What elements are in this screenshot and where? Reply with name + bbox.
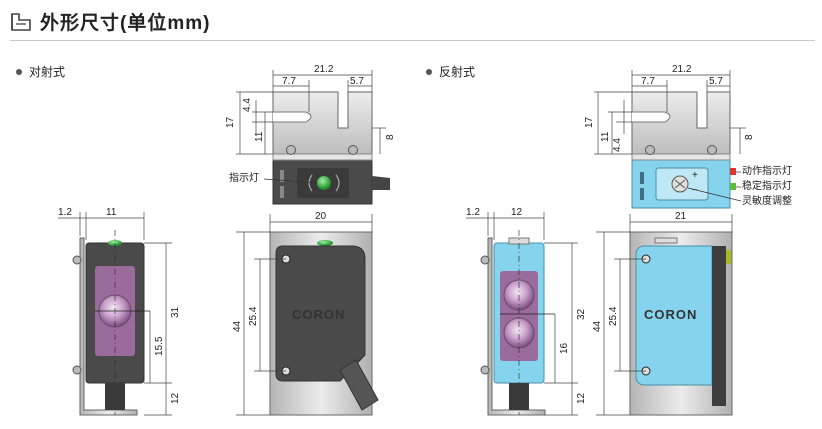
indicator-led-icon bbox=[317, 176, 331, 190]
page-title: 外形尺寸(单位mm) bbox=[40, 13, 211, 34]
action-indicator-label: 动作指示灯 bbox=[742, 164, 792, 177]
svg-text:15.5: 15.5 bbox=[154, 336, 165, 356]
left-front-view: CORON 20 25.4 44 bbox=[232, 211, 379, 416]
svg-text:1.2: 1.2 bbox=[466, 207, 480, 218]
svg-text:11: 11 bbox=[600, 131, 611, 142]
svg-text:31: 31 bbox=[170, 306, 181, 318]
svg-text:+: + bbox=[692, 170, 698, 181]
svg-text:7.7: 7.7 bbox=[282, 76, 296, 87]
svg-text:11: 11 bbox=[106, 207, 117, 218]
svg-text:21: 21 bbox=[675, 211, 687, 222]
header-divider bbox=[10, 40, 815, 41]
sensitivity-label: 灵敏度调整 bbox=[742, 194, 792, 207]
svg-text:5.7: 5.7 bbox=[350, 76, 364, 87]
svg-text:17: 17 bbox=[584, 116, 595, 128]
section-reflective: 反射式 bbox=[426, 63, 475, 80]
svg-text:20: 20 bbox=[315, 211, 327, 222]
svg-text:4.4: 4.4 bbox=[612, 138, 623, 152]
left-side-view: 1.2 11 31 15.5 12 bbox=[58, 207, 181, 416]
svg-text:5.7: 5.7 bbox=[709, 76, 723, 87]
right-side-view: 1.2 12 32 16 12 bbox=[466, 207, 587, 416]
svg-text:11: 11 bbox=[254, 131, 265, 142]
svg-text:25.4: 25.4 bbox=[608, 306, 619, 326]
svg-text:7.7: 7.7 bbox=[641, 76, 655, 87]
svg-text:21.2: 21.2 bbox=[314, 64, 334, 75]
stable-indicator-label: 稳定指示灯 bbox=[742, 179, 792, 192]
svg-text:17: 17 bbox=[225, 116, 236, 128]
section-label: 对射式 bbox=[29, 65, 66, 79]
svg-text:12: 12 bbox=[511, 207, 523, 218]
right-top-view: + − 动作指示灯 稳定指示灯 灵敏度调整 21.2 7.7 5.7 17 11… bbox=[584, 64, 792, 209]
brand-label: CORON bbox=[644, 307, 697, 322]
bullet-icon bbox=[426, 68, 432, 75]
page-header: 外形尺寸(单位mm) bbox=[10, 8, 210, 35]
svg-text:25.4: 25.4 bbox=[248, 306, 259, 326]
svg-text:12: 12 bbox=[576, 392, 587, 404]
dimension-icon bbox=[11, 12, 31, 31]
right-front-view: CORON 21 25.4 44 bbox=[592, 211, 733, 416]
svg-text:4.4: 4.4 bbox=[242, 98, 253, 112]
svg-text:32: 32 bbox=[576, 308, 587, 320]
svg-text:12: 12 bbox=[170, 392, 181, 404]
svg-text:21.2: 21.2 bbox=[672, 64, 692, 75]
bullet-icon bbox=[16, 68, 22, 75]
svg-text:16: 16 bbox=[559, 342, 570, 354]
svg-text:−: − bbox=[692, 185, 698, 196]
svg-text:44: 44 bbox=[592, 320, 603, 332]
svg-text:44: 44 bbox=[232, 320, 243, 332]
svg-text:8: 8 bbox=[744, 134, 755, 140]
section-label: 反射式 bbox=[439, 65, 476, 79]
indicator-label: 指示灯 bbox=[229, 171, 259, 184]
svg-text:8: 8 bbox=[385, 134, 396, 140]
left-top-view: 指示灯 21.2 7.7 5.7 17 4.4 11 8 bbox=[225, 64, 396, 205]
brand-label: CORON bbox=[292, 307, 345, 322]
section-thru-beam: 对射式 bbox=[16, 63, 65, 80]
svg-text:1.2: 1.2 bbox=[58, 207, 72, 218]
